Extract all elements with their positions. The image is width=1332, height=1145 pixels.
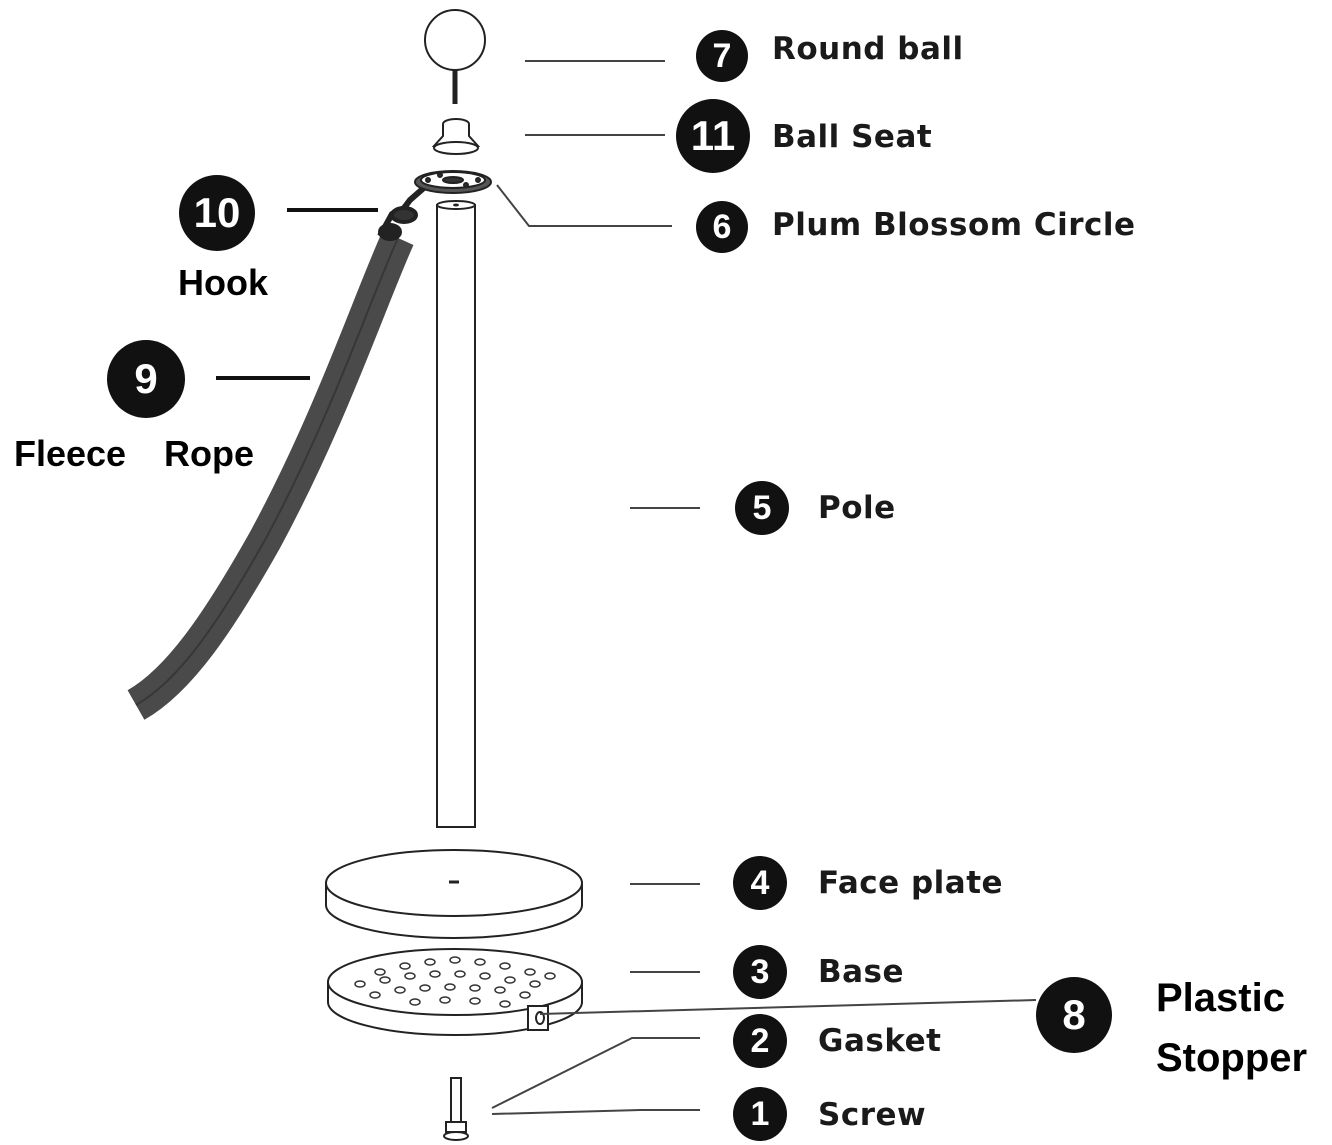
- label-hook: Hook: [178, 262, 268, 303]
- badge-10: 10: [179, 175, 255, 251]
- badge-5: 5: [735, 481, 789, 535]
- label-fleece: Fleece: [14, 433, 127, 474]
- label-stopper: Stopper: [1156, 1036, 1308, 1080]
- plum-blossom-circle: [414, 170, 492, 194]
- face-plate: [325, 849, 583, 939]
- base: [327, 948, 583, 1036]
- label-plastic: Plastic: [1156, 976, 1285, 1020]
- leader-lines-heavy: [216, 208, 378, 380]
- badge-7: 7: [696, 30, 748, 82]
- label-ball-seat: Ball Seat: [772, 119, 933, 155]
- label-rope: Rope: [164, 433, 254, 474]
- ball-seat: [431, 118, 481, 155]
- label-round-ball: Round ball: [772, 31, 964, 67]
- badge-8: 8: [1036, 977, 1112, 1053]
- badge-3: 3: [733, 945, 787, 999]
- screw: [443, 1077, 469, 1141]
- label-gasket: Gasket: [818, 1023, 942, 1059]
- label-face-plate: Face plate: [818, 865, 1004, 901]
- label-pole: Pole: [818, 490, 896, 526]
- pole: [436, 200, 476, 828]
- badge-6: 6: [696, 201, 748, 253]
- label-base: Base: [818, 954, 905, 990]
- badge-9: 9: [107, 340, 185, 418]
- badge-2: 2: [733, 1014, 787, 1068]
- label-plum-blossom-circle: Plum Blossom Circle: [772, 207, 1136, 243]
- badge-1: 1: [733, 1087, 787, 1141]
- label-screw: Screw: [818, 1097, 927, 1133]
- badge-4: 4: [733, 856, 787, 910]
- leader-lines: [491, 60, 1037, 1115]
- round-ball: [424, 9, 486, 104]
- badge-11: 11: [676, 99, 750, 173]
